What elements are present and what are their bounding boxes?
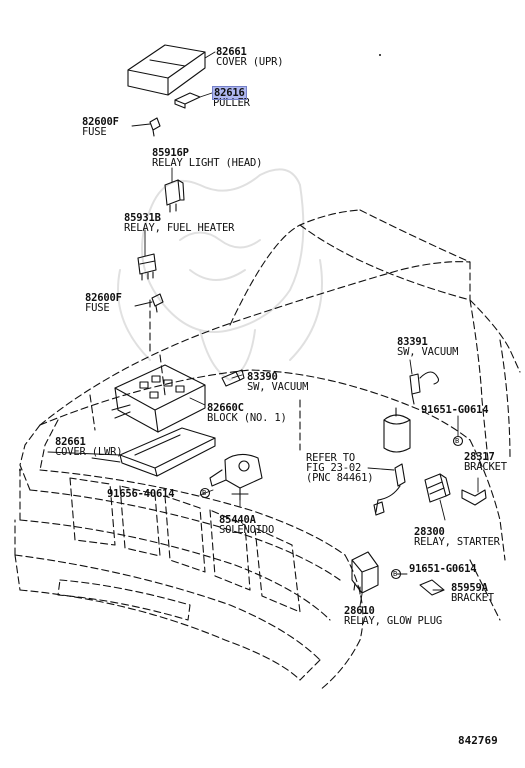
label-bolt-91651-bottom: 91651-G0614 [409,563,477,575]
part-number: 85959A [451,582,488,594]
part-number: 82661 [55,436,86,448]
label-refer: REFER TO FIG 23-02 (PNC 84461) [306,452,374,484]
bolt-markers [199,435,464,580]
glow-relay-drawing [351,551,379,595]
part-number: 85440A [219,514,256,526]
part-name: SOLENOIDO [219,524,275,536]
part-name: COVER (LWR) [55,446,123,458]
label-cover-upr: 82661 COVER (UPR) [216,46,284,68]
part-number: 85931B [124,212,161,224]
part-number: 85916P [152,147,189,159]
label-fuse-mid: 82600F FUSE [85,292,122,314]
part-name: RELAY LIGHT (HEAD) [152,157,263,169]
label-cover-lwr: 82661 COVER (LWR) [55,436,123,458]
part-number: 28300 [414,526,445,538]
label-relay-starter: 28300 RELAY, STARTER [414,526,500,548]
label-relay-light: 85916P RELAY LIGHT (HEAD) [152,147,263,169]
label-bolt-91656: 91656-40614 [107,488,175,500]
part-name: SW, VACUUM [397,346,459,358]
bracket-28317-drawing [461,489,487,506]
leader-lines [47,51,479,607]
part-number: 83391 [397,336,428,348]
cover-upr-drawing [127,44,206,96]
puller-drawing [174,92,201,109]
label-sw-vacuum-83391: 83391 SW, VACUUM [397,336,459,358]
vehicle-outline [14,209,521,691]
relay-light-drawing [164,179,185,213]
part-number: 82661 [216,46,247,58]
part-name: SW, VACUUM [247,381,309,393]
part-name: FUSE [85,302,110,314]
label-puller: 82616 PULLER [212,86,250,109]
relay-fuel-drawing [137,253,157,281]
part-number-highlighted[interactable]: 82616 [212,86,247,100]
label-relay-fuel: 85931B RELAY, FUEL HEATER [124,212,235,234]
block-drawing [111,364,206,433]
part-number: 83390 [247,371,278,383]
fuse-top-drawing [149,117,161,137]
part-number: 82600F [82,116,119,128]
label-bolt-91651-top: 91651-G0614 [421,404,489,416]
part-number: 28317 [464,451,495,463]
part-name: BRACKET [464,461,507,473]
part-name: BRACKET [451,592,494,604]
diagram-code: 842769 [458,734,498,747]
part-name: RELAY, STARTER [414,536,500,548]
cover-lwr-drawing [119,427,216,477]
solenoid-drawing [209,453,263,501]
label-relay-glow: 28610 RELAY, GLOW PLUG [344,605,442,627]
bolt-marker-3 [390,568,402,580]
part-name: RELAY, GLOW PLUG [344,615,442,627]
part-name: FUSE [82,126,107,138]
refer-line-1: REFER TO [306,452,355,464]
part-name: PULLER [213,97,250,109]
part-number: 82600F [85,292,122,304]
label-sw-vacuum-83390: 83390 SW, VACUUM [247,371,309,393]
part-name: COVER (UPR) [216,56,284,68]
bolt-marker-2 [199,487,211,499]
bolt-marker-1 [452,435,464,447]
refer-line-2[interactable]: FIG 23-02 [306,462,362,474]
label-bracket-28317: 28317 BRACKET [464,451,507,473]
fuse-mid-drawing [151,293,164,313]
starter-relay-drawing [424,473,451,503]
part-name: BLOCK (NO. 1) [207,412,287,424]
refer-line-3: (PNC 84461) [306,472,374,484]
bolt-letter-2: B [202,489,207,497]
actuator-drawing [383,407,411,453]
label-fuse-top: 82600F FUSE [82,116,119,138]
part-name: RELAY, FUEL HEATER [124,222,235,234]
connector-drawing [373,463,406,516]
label-bracket-85959: 85959A BRACKET [451,582,494,604]
label-block: 82660C BLOCK (NO. 1) [207,402,287,424]
bolt-letter-3: B [393,570,398,578]
vac-switch-83391-drawing [409,371,440,405]
watermark-emblem [117,168,323,381]
bracket-85959-drawing [419,579,445,596]
part-number: 82660C [207,402,244,414]
bolt-letter-1: B [455,437,460,445]
vac-switch-83390-drawing [221,369,245,387]
part-number: 28610 [344,605,375,617]
label-solenoid: 85440A SOLENOIDO [219,514,275,536]
